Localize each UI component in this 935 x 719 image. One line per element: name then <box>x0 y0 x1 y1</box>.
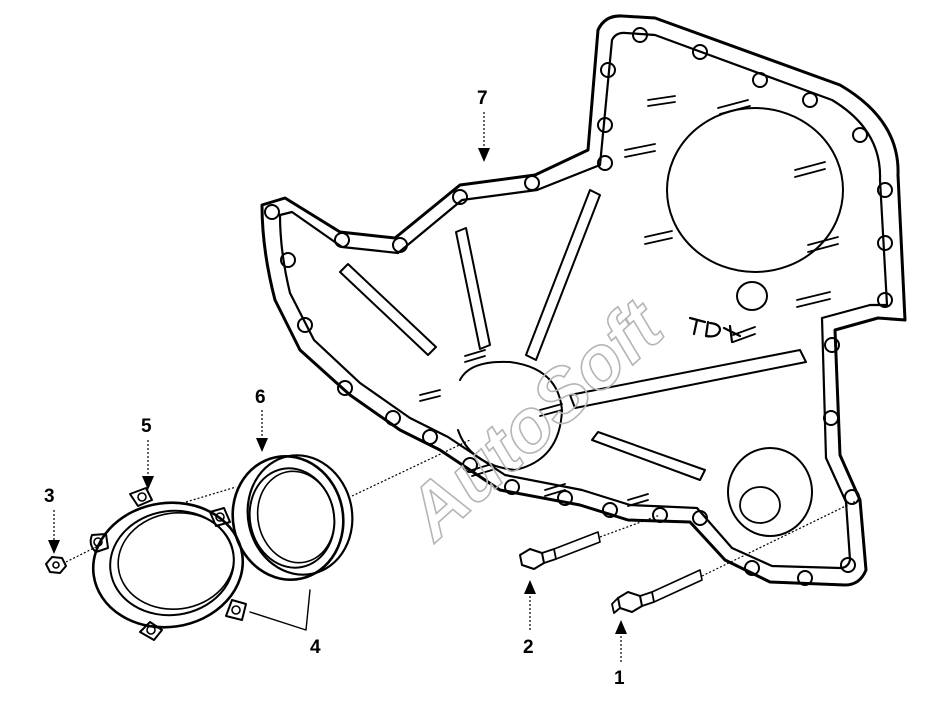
callout-7: 7 <box>477 88 488 109</box>
callout-2: 2 <box>523 637 534 658</box>
seal-retainer-plate <box>89 486 247 641</box>
callout-arrows <box>48 112 627 662</box>
timing-mark-icon <box>688 316 742 344</box>
cap-screw-long <box>611 499 859 614</box>
callout-3: 3 <box>44 486 55 507</box>
callout-1: 1 <box>614 668 625 689</box>
callout-5: 5 <box>141 416 152 437</box>
callout-4-bracket <box>249 589 311 631</box>
front-oil-seal <box>231 439 471 582</box>
callout-4: 4 <box>310 637 321 658</box>
front-cover-gasket <box>260 14 907 587</box>
cap-screw-short <box>519 514 661 570</box>
callout-6: 6 <box>255 387 266 408</box>
hex-nut <box>45 544 101 574</box>
watermark-text: AutoSoft <box>389 282 681 556</box>
